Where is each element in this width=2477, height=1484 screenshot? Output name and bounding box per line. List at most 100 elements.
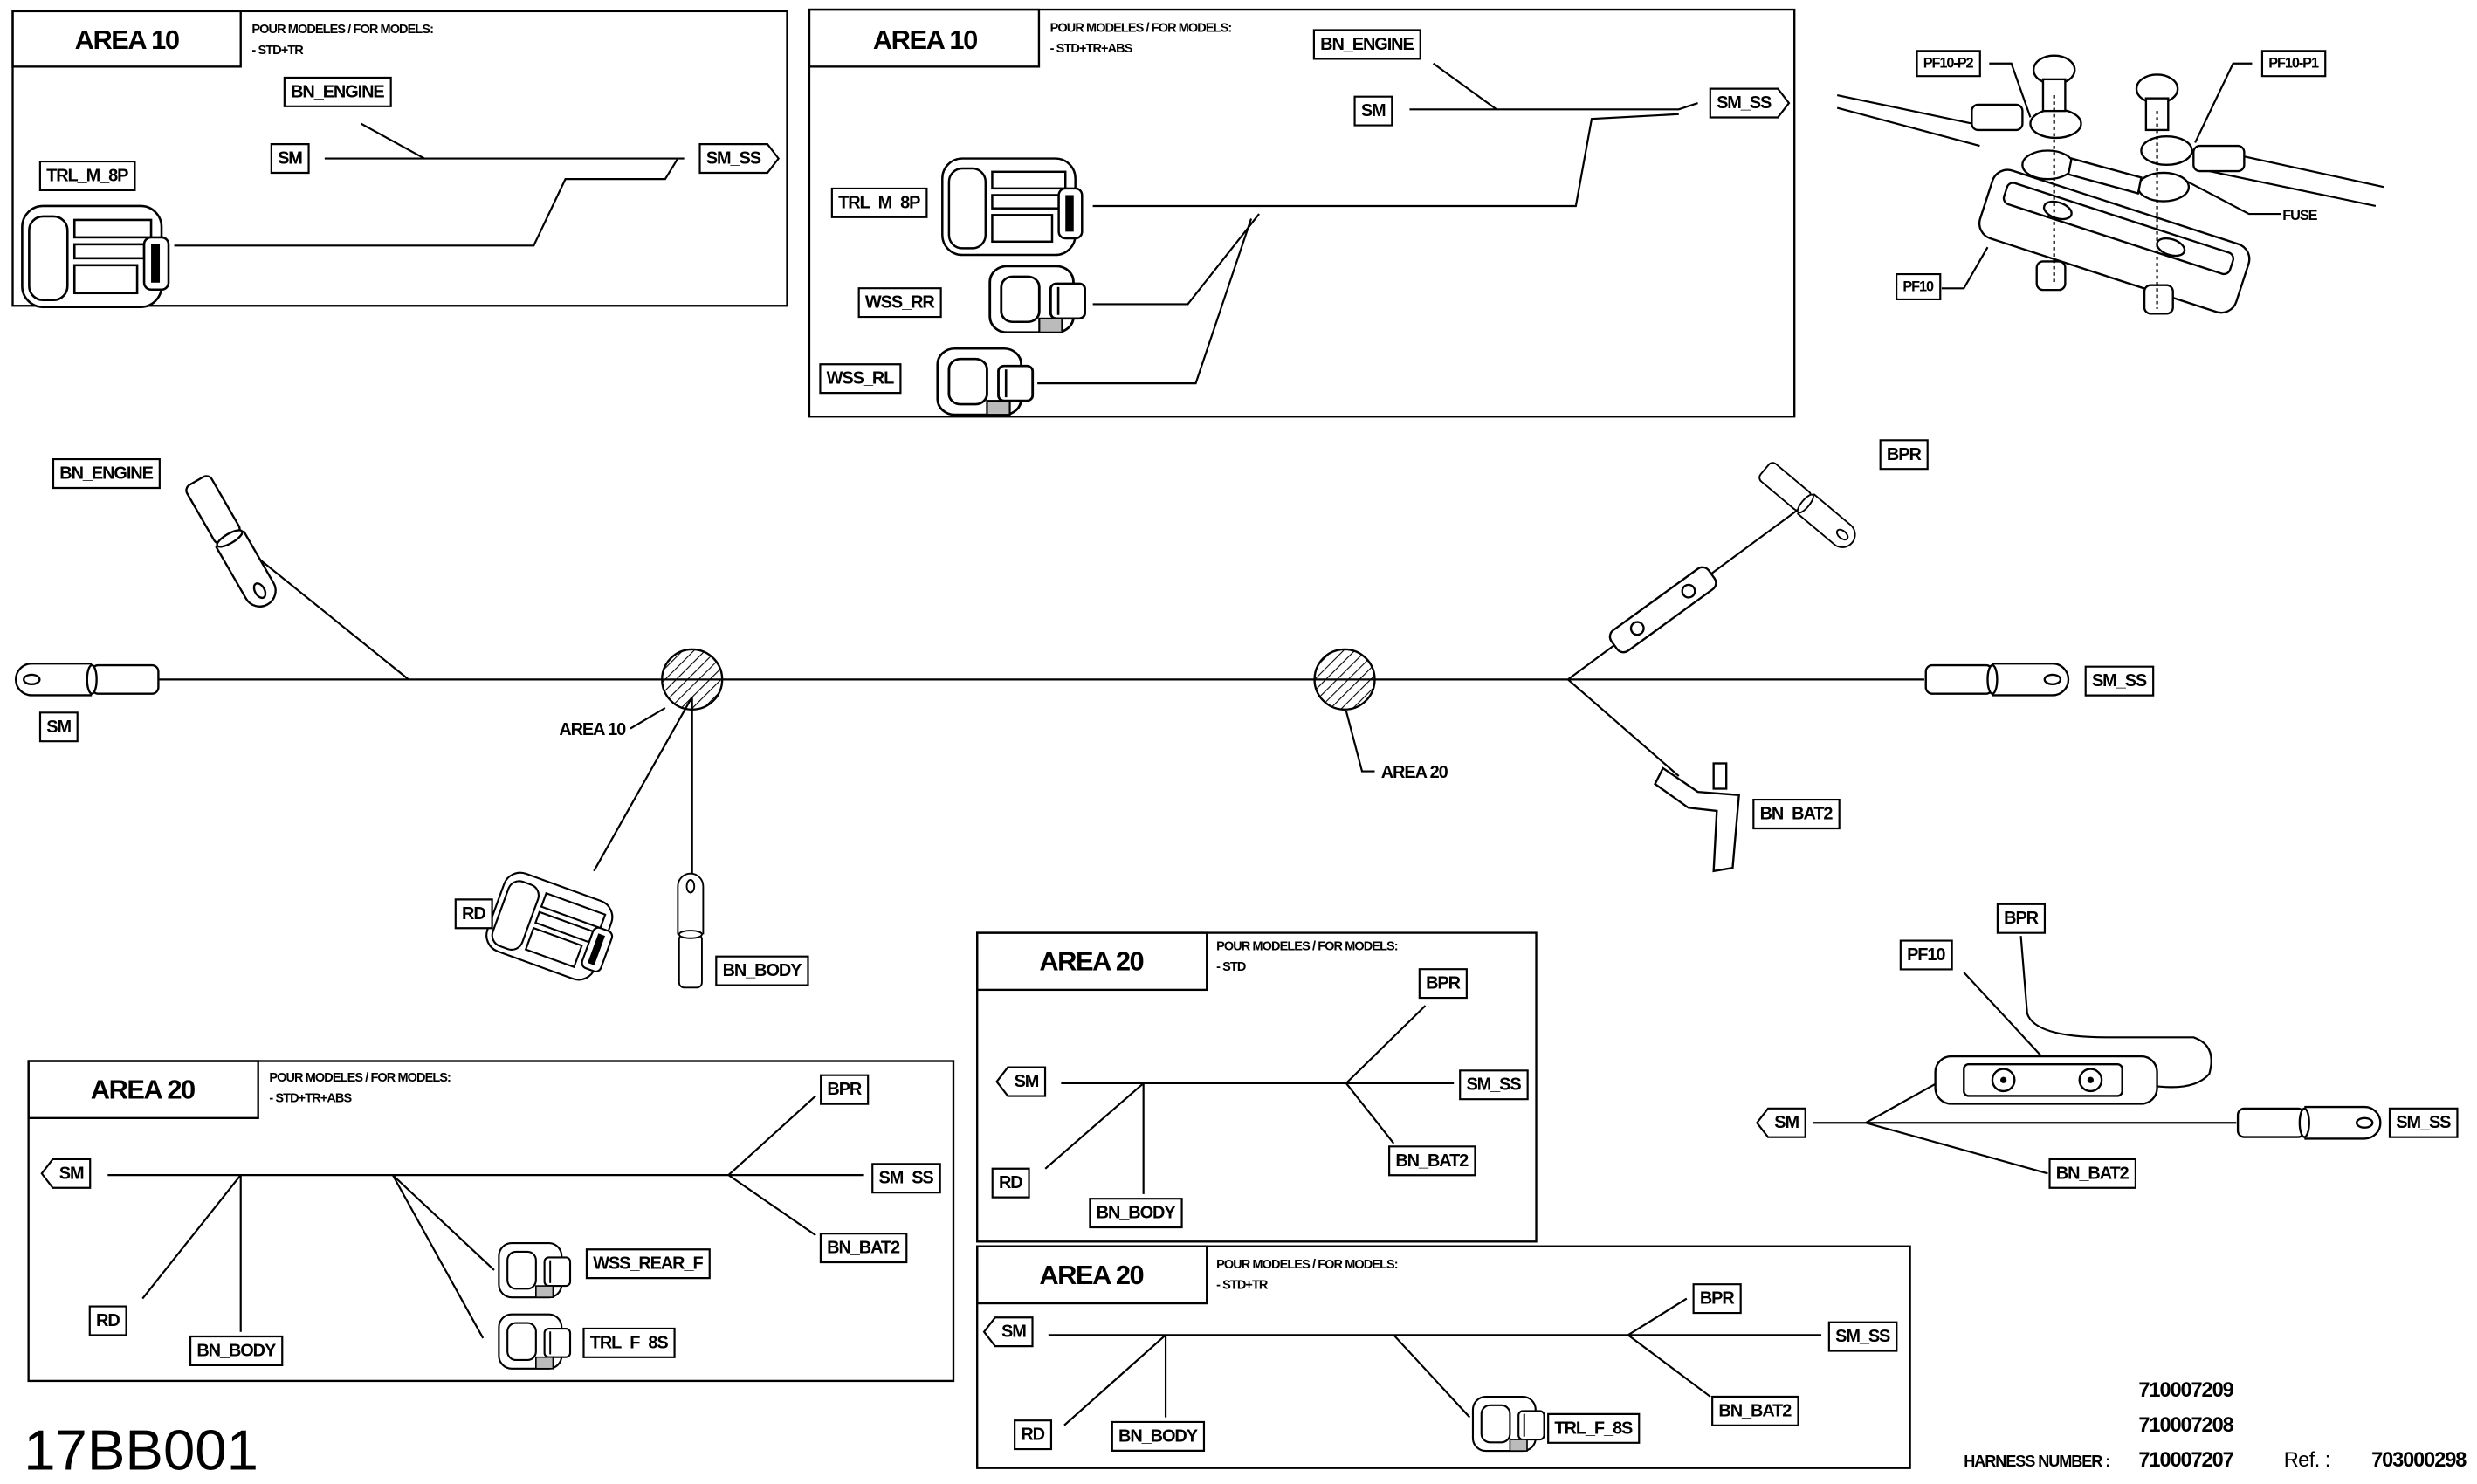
label-frame xyxy=(283,76,392,107)
label-frame xyxy=(585,1248,711,1280)
label-frame xyxy=(1547,1412,1641,1444)
sm-ss-ring-terminal-icon xyxy=(1924,663,2070,697)
label-frame xyxy=(189,1335,284,1366)
label-frame xyxy=(38,160,136,192)
panel-title: AREA 20 xyxy=(91,1075,195,1105)
label-sm: SM xyxy=(1774,1113,1799,1132)
models-heading: POUR MODELES / FOR MODELS: xyxy=(1050,21,1232,35)
label-bn-body: BN_BODY xyxy=(723,961,802,980)
label-frame xyxy=(454,898,493,930)
label-sm: SM xyxy=(1361,101,1386,120)
label-frame xyxy=(1879,439,1929,471)
bpr-ring-terminal-icon xyxy=(1755,458,1861,553)
sm-ring-terminal-icon xyxy=(14,663,160,697)
drawing-id: 17BB001 xyxy=(24,1419,258,1482)
rd-connector-icon xyxy=(480,867,624,988)
label-wss-rl: WSS_RL xyxy=(827,369,894,388)
label-frame xyxy=(820,1074,870,1105)
ring-terminal-p2-icon xyxy=(1971,103,2082,140)
panel-area10-std-tr-abs: AREA 10 POUR MODELES / FOR MODELS: - STD… xyxy=(808,8,1796,418)
label-frame xyxy=(2388,1107,2459,1138)
label-frame xyxy=(1916,50,1981,78)
label-frame xyxy=(1418,968,1468,1000)
label-sm-ss: SM_SS xyxy=(706,149,761,168)
area20-tag: AREA 20 xyxy=(1381,763,1448,782)
label-bn-bat2: BN_BAT2 xyxy=(1760,805,1834,824)
label-bpr: BPR xyxy=(1426,974,1461,993)
area20-splice-zone xyxy=(1313,648,1376,711)
label-sm-ss: SM_SS xyxy=(1835,1327,1890,1346)
bn-bat2-terminal-icon xyxy=(1654,762,1740,873)
label-bn-bat2: BN_BAT2 xyxy=(2056,1164,2130,1183)
label-sm: SM xyxy=(46,718,71,737)
label-frame xyxy=(1711,1395,1799,1426)
label-frame xyxy=(88,1305,127,1336)
label-bn-bat2: BN_BAT2 xyxy=(827,1239,900,1258)
trl-m-8p-connector-icon xyxy=(21,204,170,309)
harness-number-1: 710007209 xyxy=(2138,1378,2233,1401)
label-wss-rear-f: WSS_REAR_F xyxy=(593,1254,703,1274)
models-heading: POUR MODELES / FOR MODELS: xyxy=(1216,1258,1398,1272)
models-heading: POUR MODELES / FOR MODELS: xyxy=(1216,940,1398,954)
label-frame xyxy=(982,1316,1034,1348)
label-frame xyxy=(1353,95,1393,127)
models-list: - STD+TR+ABS xyxy=(269,1092,352,1106)
label-fuse: FUSE xyxy=(2282,208,2317,223)
label-trl-m-8p: TRL_M_8P xyxy=(46,167,128,186)
label-rd: RD xyxy=(999,1173,1022,1192)
area10-tag: AREA 10 xyxy=(559,720,626,739)
models-list: - STD+TR+ABS xyxy=(1050,42,1133,56)
label-bn-body: BN_BODY xyxy=(1097,1204,1176,1223)
wss-rear-f-connector-icon xyxy=(498,1242,572,1299)
label-frame xyxy=(1996,903,2047,934)
label-sm-ss: SM_SS xyxy=(1717,93,1772,113)
ref-number: 703000298 xyxy=(2371,1448,2467,1471)
label-frame xyxy=(1111,1420,1206,1452)
label-bpr: BPR xyxy=(2004,909,2039,928)
bn-body-ring-terminal-icon xyxy=(677,872,705,989)
label-wss-rr: WSS_RR xyxy=(865,293,934,313)
trl-f-8s-connector-icon xyxy=(1471,1396,1545,1453)
label-frame xyxy=(52,458,161,490)
harness-number-2: 710007208 xyxy=(2138,1413,2233,1436)
panel-title: AREA 20 xyxy=(1039,946,1143,977)
panel-area20-std-tr-abs: AREA 20 POUR MODELES / FOR MODELS: - STD… xyxy=(27,1060,955,1383)
label-bn-engine: BN_ENGINE xyxy=(291,82,384,101)
label-sm: SM xyxy=(1015,1072,1039,1091)
models-list: - STD xyxy=(1216,960,1246,974)
label-frame xyxy=(2084,665,2155,697)
label-frame xyxy=(40,1158,92,1189)
bn-engine-ring-terminal-icon xyxy=(182,471,283,614)
panel-area20-std-tr: AREA 20 POUR MODELES / FOR MODELS: - STD… xyxy=(976,1245,1911,1469)
label-frame xyxy=(819,1233,908,1264)
panel-title: AREA 20 xyxy=(1039,1260,1143,1290)
label-trl-f-8s: TRL_F_8S xyxy=(590,1333,669,1352)
label-bpr: BPR xyxy=(1887,445,1922,464)
label-frame xyxy=(857,287,942,319)
label-frame xyxy=(1755,1107,1806,1138)
trl-f-8s-connector-icon xyxy=(498,1313,572,1370)
fuse-exploded-view: PF10-P2 PF10-P1 FUSE PF10 xyxy=(1836,50,2384,315)
label-sm-ss: SM_SS xyxy=(2396,1113,2451,1132)
wss-rl-connector-icon xyxy=(936,347,1035,416)
label-frame xyxy=(995,1066,1047,1097)
label-frame xyxy=(830,187,928,218)
panel-title: AREA 10 xyxy=(873,24,977,55)
label-bn-engine: BN_ENGINE xyxy=(1320,35,1414,54)
wss-rr-connector-icon xyxy=(988,265,1086,334)
label-frame xyxy=(1014,1419,1053,1451)
label-sm: SM xyxy=(59,1164,84,1183)
label-bn-bat2: BN_BAT2 xyxy=(1395,1151,1469,1171)
sm-ss-ring-terminal-icon xyxy=(2236,1105,2382,1140)
main-harness: AREA 10 AREA 20 BN_ENGINE SM RD BN_BODY … xyxy=(14,439,2155,989)
label-bn-bat2: BN_BAT2 xyxy=(1718,1401,1792,1420)
label-bn-body: BN_BODY xyxy=(196,1341,276,1360)
fuse-link-icon xyxy=(2021,149,2191,203)
ref-label: Ref. : xyxy=(2284,1448,2330,1471)
label-bpr: BPR xyxy=(827,1080,862,1099)
label-trl-m-8p: TRL_M_8P xyxy=(838,193,920,212)
panel-area20-std: AREA 20 POUR MODELES / FOR MODELS: - STD… xyxy=(976,931,1538,1243)
label-trl-f-8s: TRL_F_8S xyxy=(1554,1419,1633,1438)
label-sm: SM xyxy=(278,149,302,168)
